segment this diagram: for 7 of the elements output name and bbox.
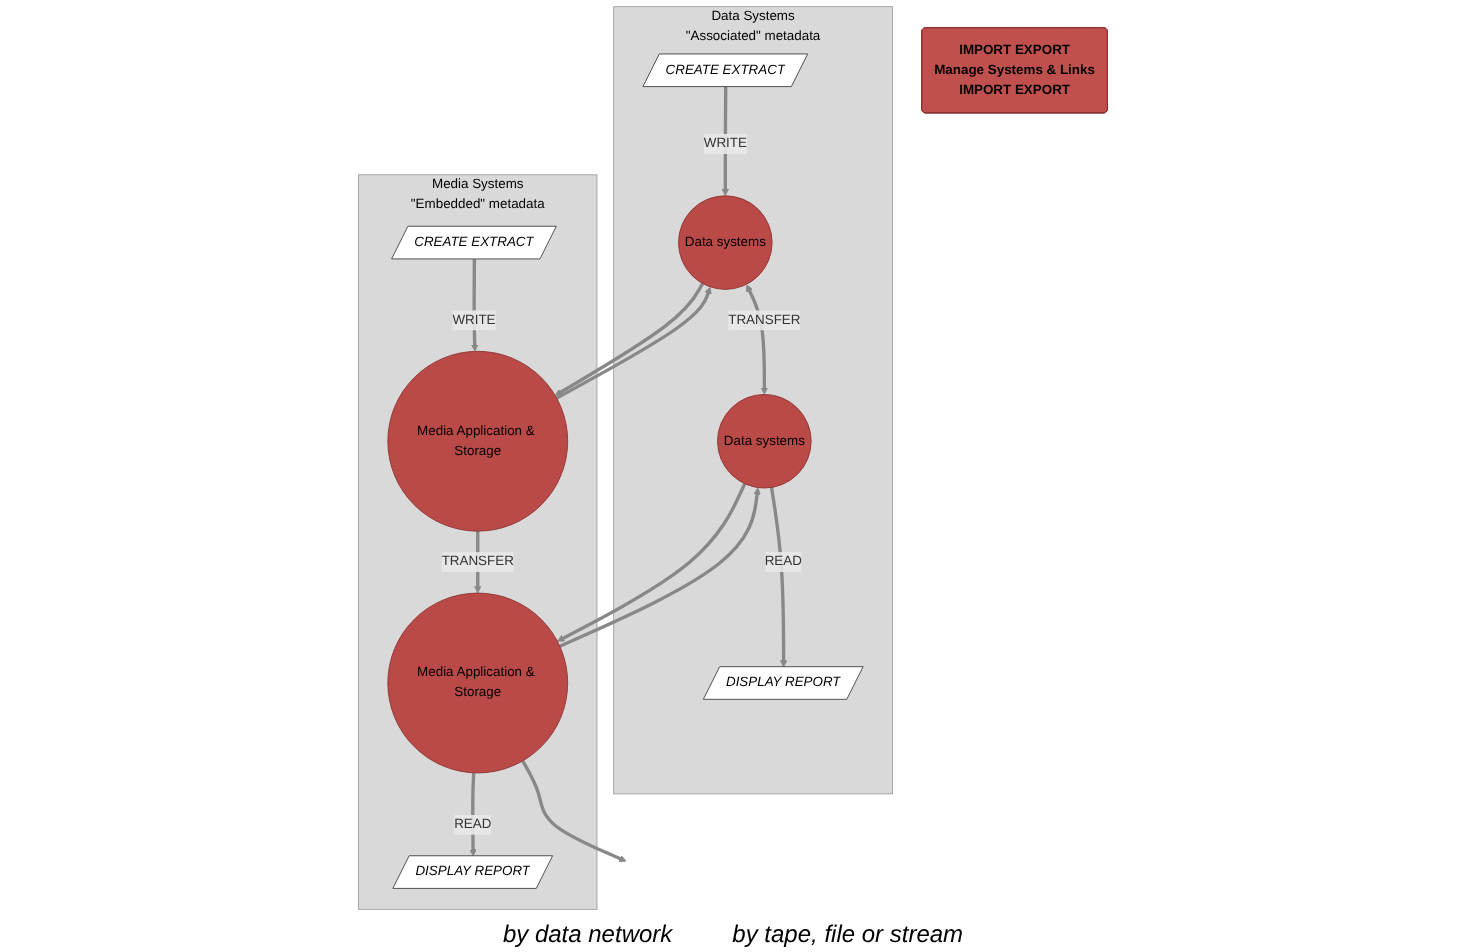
- arrow: [471, 259, 479, 352]
- note-text: by tape, file or stream: [732, 920, 964, 948]
- arrow: [469, 772, 477, 857]
- note-text: by data network: [502, 920, 673, 948]
- arrow: [521, 760, 627, 863]
- arrow: [721, 87, 729, 197]
- arrow: [769, 487, 788, 668]
